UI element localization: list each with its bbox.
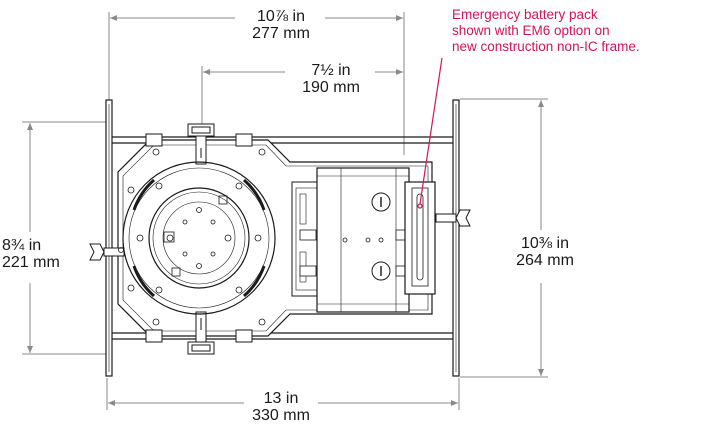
callout-line-3: new construction non-IC frame. [452, 39, 640, 54]
dimension-left-height-imperial: 8¾ in [2, 237, 42, 254]
battery-callout: Emergency battery pack shown with EM6 op… [452, 7, 702, 55]
dimension-inner-width: 7½ in 190 mm [286, 62, 376, 96]
dimension-bottom-width-metric: 330 mm [252, 407, 310, 424]
dimension-right-height: 10⅜ in 264 mm [500, 235, 590, 269]
dimension-left-height: 8¾ in 221 mm [2, 237, 72, 271]
dimension-right-height-metric: 264 mm [516, 252, 574, 269]
dimension-right-height-imperial: 10⅜ in [520, 235, 570, 252]
dimension-bottom-width-imperial: 13 in [263, 390, 299, 407]
dimension-bottom-width: 13 in 330 mm [236, 390, 326, 424]
callout-line-2: shown with EM6 option on [452, 23, 610, 38]
dimension-top-width: 10⅞ in 277 mm [236, 8, 326, 42]
plate-holes [118, 148, 266, 326]
dimension-lines [22, 12, 548, 410]
callout-leader [419, 57, 443, 205]
dimension-inner-width-imperial: 7½ in [311, 62, 351, 79]
junction-box [291, 167, 413, 313]
callout-line-1: Emergency battery pack [452, 7, 598, 22]
dimension-top-width-imperial: 10⅞ in [256, 8, 306, 25]
mounting-clips [89, 123, 471, 355]
dimension-left-height-metric: 221 mm [2, 254, 60, 271]
dimension-top-width-metric: 277 mm [252, 25, 310, 42]
dimension-inner-width-metric: 190 mm [302, 79, 360, 96]
aperture-ring [122, 161, 276, 315]
battery-pack [404, 181, 436, 295]
